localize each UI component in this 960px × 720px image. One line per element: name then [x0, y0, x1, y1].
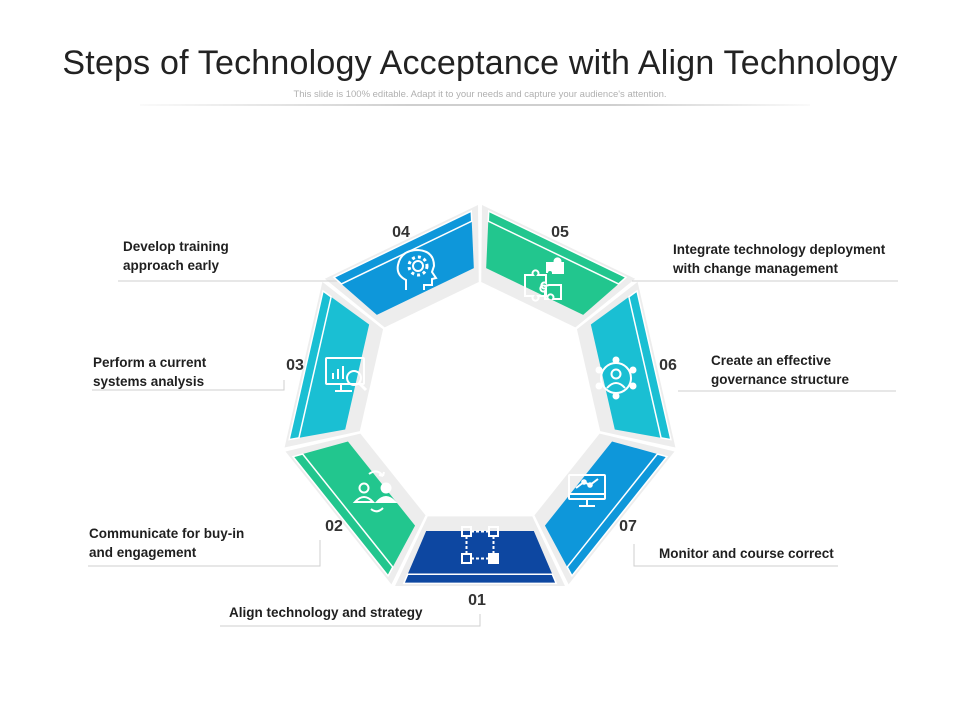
step-label-07: Monitor and course correct: [659, 546, 834, 561]
step-number-04: 04: [392, 224, 410, 241]
step-label-05: Integrate technology deployment with cha…: [673, 242, 886, 276]
segment-02: [296, 441, 416, 573]
leader-line-03: [92, 380, 285, 391]
step-number-02: 02: [325, 518, 343, 535]
segment-rim-01: [402, 573, 558, 585]
segment-rim-03: [288, 289, 332, 441]
segment-01: [405, 530, 555, 580]
step-label-01: Align technology and strategy: [229, 605, 423, 620]
flowchart-icon: [461, 526, 499, 564]
step-label-03: Perform a current systems analysis: [93, 355, 207, 389]
segment-03: [293, 293, 370, 439]
segment-rim-02: [291, 453, 394, 578]
page-title: Steps of Technology Acceptance with Alig…: [62, 44, 898, 82]
puzzle-icon: [524, 257, 564, 302]
step-number-06: 06: [659, 357, 677, 374]
title-divider: [140, 104, 810, 106]
leader-line-02: [88, 540, 321, 567]
monitor-chart-icon: [568, 474, 606, 507]
leader-line-07: [633, 544, 838, 567]
segment-rim-07: [566, 453, 669, 578]
label-leader-lines: [88, 280, 898, 627]
segment-07: [544, 441, 664, 573]
step-number-07: 07: [619, 518, 637, 535]
step-number-05: 05: [551, 224, 569, 241]
step-numbers: 01 02 03 04 05 06 07: [286, 224, 677, 609]
step-number-01: 01: [468, 592, 486, 609]
governance-network-icon: [595, 356, 637, 400]
segment-rim-05: [487, 210, 628, 285]
segment-rim-06: [628, 289, 672, 441]
head-gear-icon: [396, 248, 438, 290]
step-label-06: Create an effective governance structure: [711, 353, 850, 387]
step-label-02: Communicate for buy-in and engagement: [89, 526, 245, 560]
step-number-03: 03: [286, 357, 304, 374]
segment-04: [336, 215, 474, 315]
segment-icons: [325, 248, 637, 564]
analysis-monitor-icon: [325, 357, 368, 392]
segment-rim-04: [332, 210, 473, 285]
segment-06: [590, 293, 667, 439]
page-subtitle: This slide is 100% editable. Adapt it to…: [293, 89, 667, 100]
step-label-04: Develop training approach early: [123, 239, 229, 273]
leader-line-01: [220, 614, 481, 627]
people-exchange-icon: [352, 470, 398, 513]
